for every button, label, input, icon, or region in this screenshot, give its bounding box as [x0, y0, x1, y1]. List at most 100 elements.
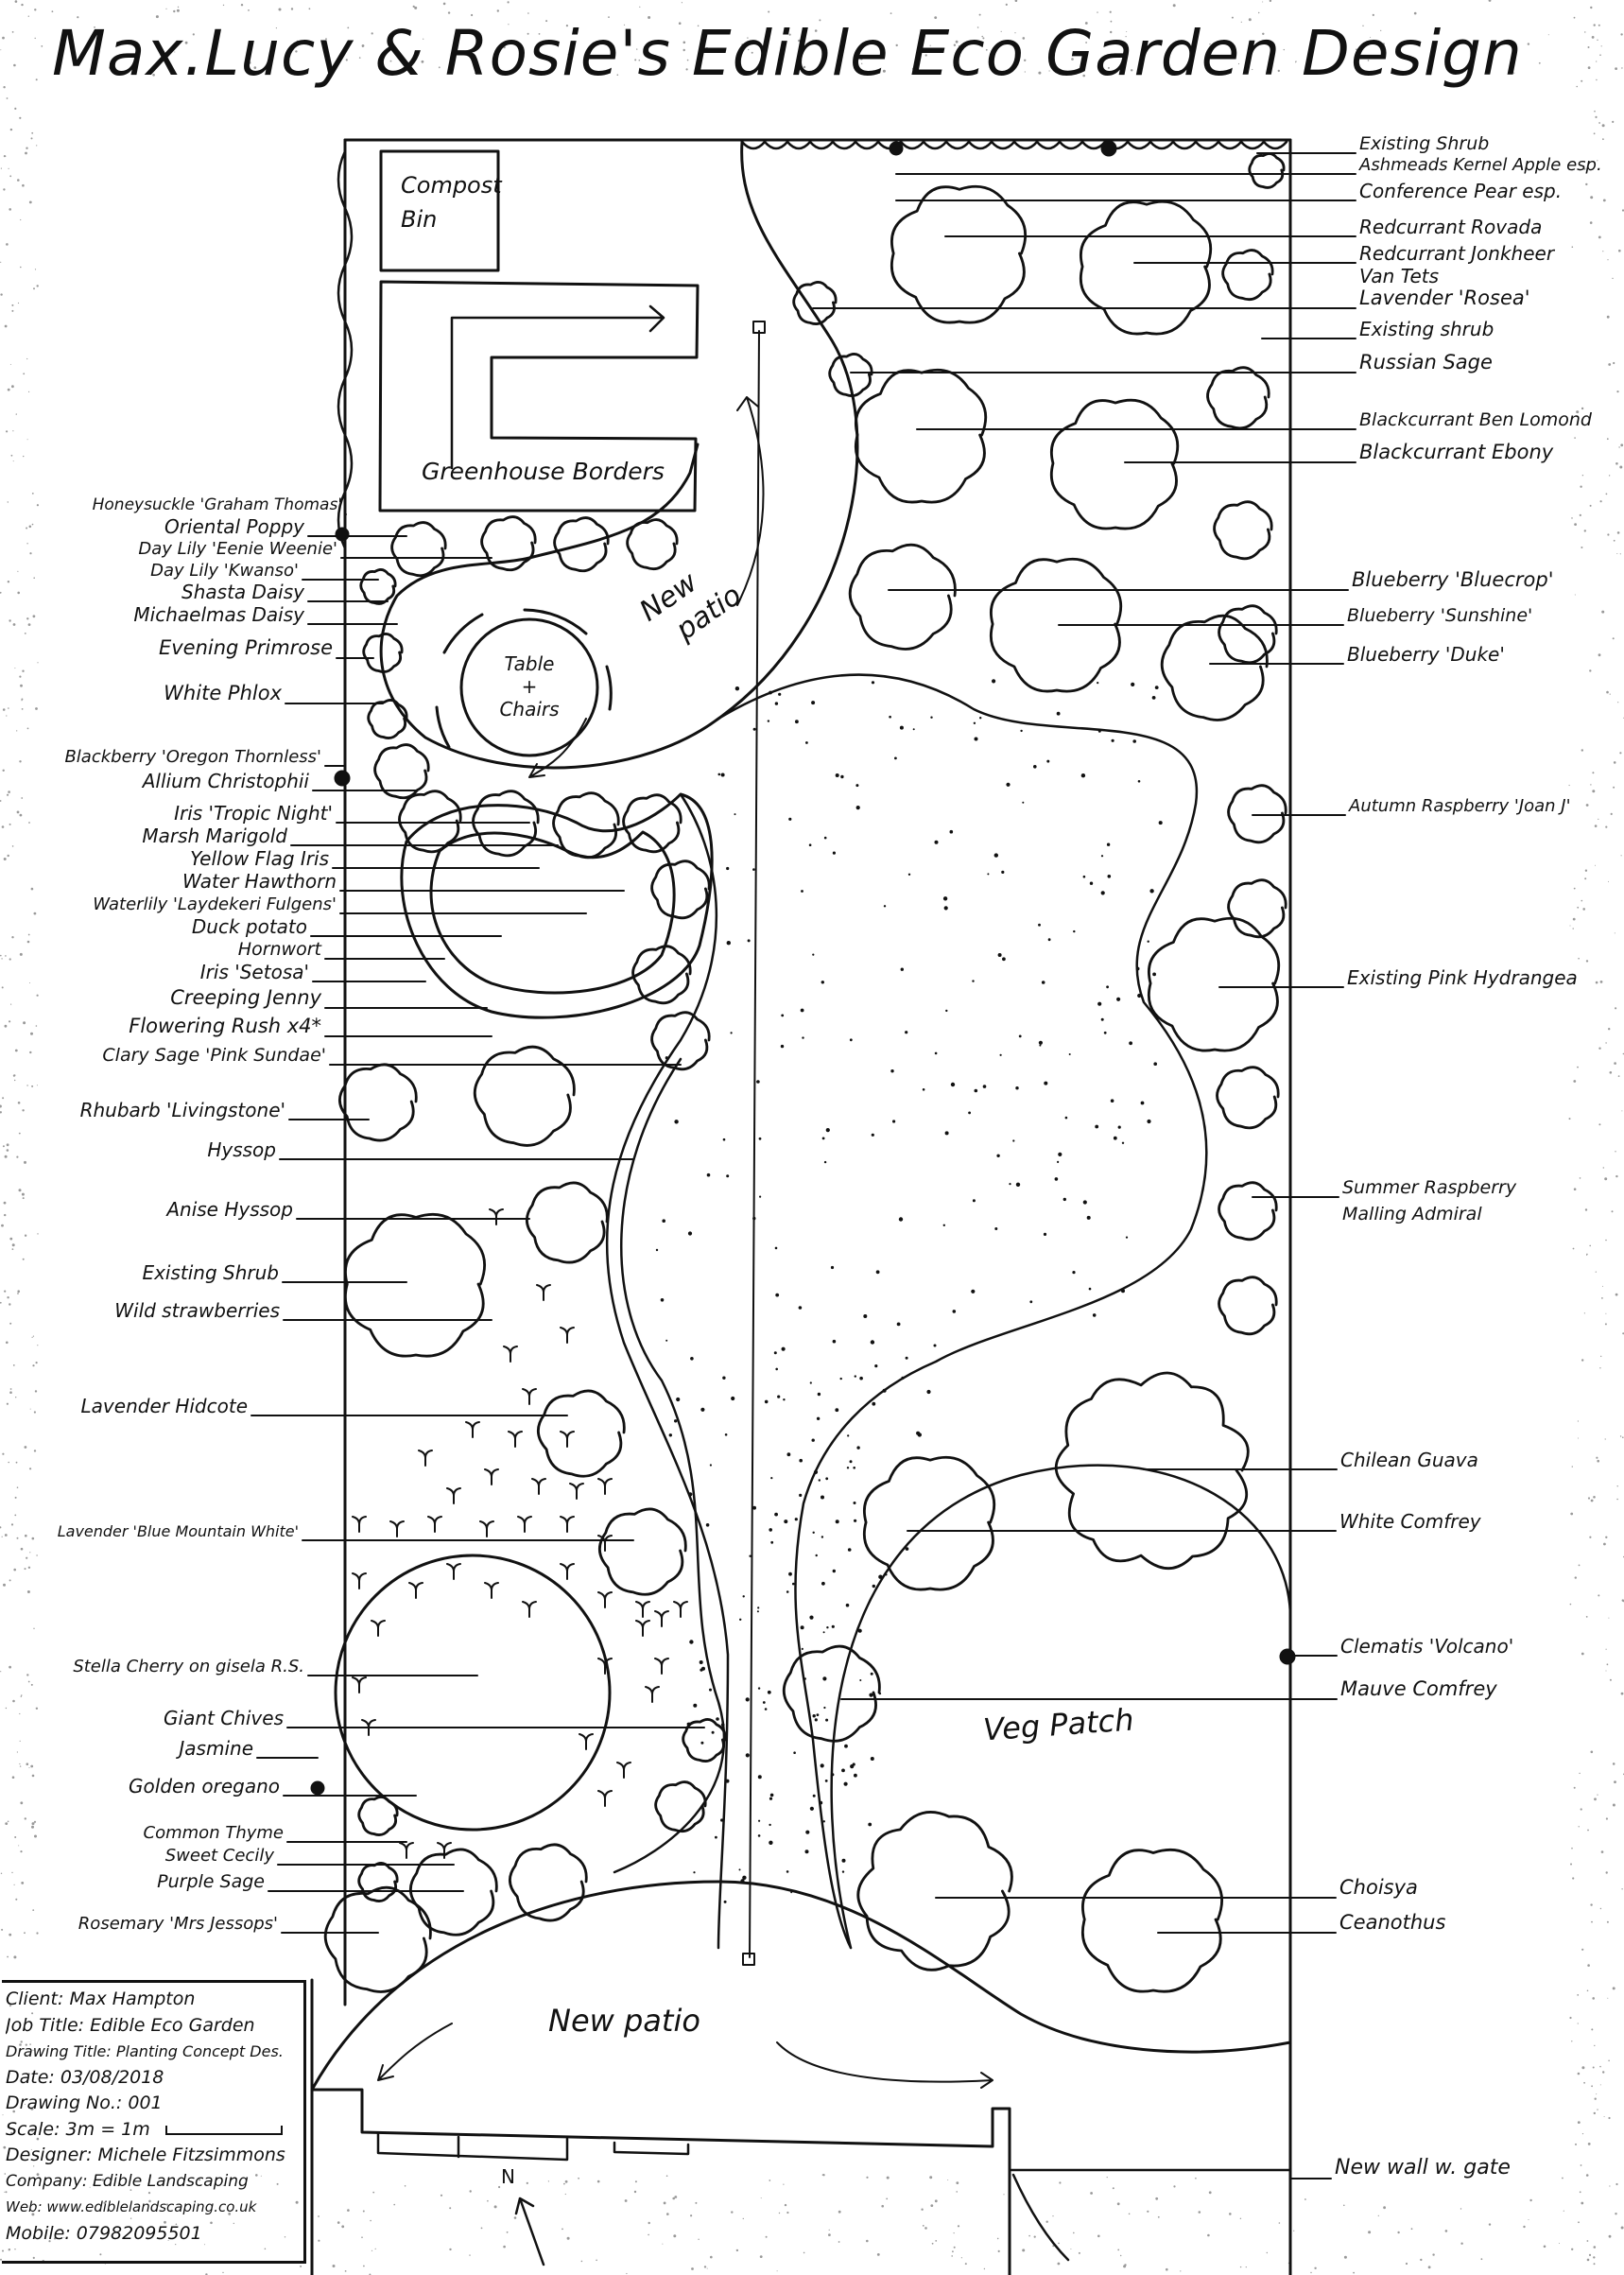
mobile-field: Mobile: 07982095501	[6, 2222, 202, 2244]
shrub-symbol	[1218, 1276, 1278, 1336]
lawn-dot	[1043, 1232, 1047, 1236]
lawn-dot	[1095, 1124, 1099, 1129]
plant-label-left: Lavender 'Blue Mountain White'	[57, 1522, 299, 1541]
lawn-dot	[926, 1389, 931, 1395]
plant-label-left: Hyssop	[207, 1138, 276, 1161]
lawn-dot	[945, 1009, 948, 1013]
lawn-dot	[1140, 1101, 1145, 1105]
shrub-symbol	[792, 281, 838, 325]
plant-label-left: Common Thyme	[143, 1822, 284, 1843]
lawn-dot	[950, 1082, 956, 1087]
herb-symbols	[352, 1208, 688, 1859]
patio-arrow-right	[776, 2041, 993, 2089]
shrub-symbol	[890, 184, 1027, 324]
lawn-dot	[812, 1794, 816, 1797]
lawn-dot	[870, 1757, 874, 1761]
lawn-dot	[883, 905, 887, 908]
lawn-dot	[764, 1708, 768, 1711]
lawn-dot	[720, 1818, 724, 1822]
plant-label-left: Sweet Cecily	[164, 1845, 274, 1866]
shrub-symbol	[1218, 1181, 1278, 1242]
lawn-dot	[849, 1038, 853, 1042]
shrub-symbol	[856, 1811, 1013, 1971]
garden-boundary	[310, 138, 1292, 2275]
lawn-dot	[781, 1346, 786, 1351]
lawn-dot	[870, 1672, 873, 1676]
chair-arc	[605, 665, 613, 711]
lawn-dot	[800, 1625, 804, 1630]
plant-symbols	[323, 152, 1287, 1993]
herb-symbol	[371, 1620, 386, 1637]
plant-label-right: Blackcurrant Ebony	[1359, 441, 1554, 464]
lawn-dot	[840, 774, 844, 779]
lawn-dot	[756, 1610, 759, 1613]
plant-label-right: Ceanothus	[1339, 1911, 1446, 1935]
lawn-dot	[799, 1493, 803, 1497]
shrub-symbol	[1160, 614, 1269, 721]
plant-label-left: Creeping Jenny	[170, 986, 321, 1010]
plant-label-left: Yellow Flag Iris	[190, 847, 329, 870]
table-chairs-circle	[459, 617, 599, 757]
lawn-dot	[814, 1718, 818, 1722]
lawn-dot	[815, 1554, 818, 1557]
lawn-dot	[825, 1718, 829, 1722]
lawn-dot	[786, 1590, 789, 1593]
lawn-dot	[705, 1523, 710, 1527]
lawn-dot	[738, 1868, 741, 1871]
lawn-dot	[1046, 759, 1050, 763]
lawn-dot	[972, 1199, 976, 1203]
plant-label-left: Clary Sage 'Pink Sundae'	[102, 1044, 326, 1066]
shrub-symbol	[553, 516, 610, 573]
lawn-dot	[770, 1477, 773, 1480]
herb-symbol	[536, 1284, 551, 1301]
lawn-dot	[808, 843, 812, 846]
patio-arrow-left	[377, 2023, 453, 2081]
lawn-dot	[835, 1520, 839, 1524]
shrub-symbol	[626, 518, 679, 571]
drawing-no-field: Drawing No.: 001	[6, 2093, 163, 2113]
lawn-dot	[781, 1014, 785, 1017]
lawn-dot	[944, 1131, 949, 1136]
lawn-dot	[722, 1376, 726, 1380]
shrub-symbol	[1079, 200, 1213, 336]
lawn-dot	[1110, 1099, 1114, 1103]
lawn-dot	[901, 1376, 905, 1380]
lawn-dot	[1006, 782, 1011, 787]
shrub-symbol	[480, 515, 537, 572]
lawn-dot	[723, 1900, 727, 1903]
plant-label-left: Giant Chives	[164, 1707, 284, 1729]
lawn-dot	[898, 1217, 904, 1222]
plant-label-right: Redcurrant Rovada	[1359, 216, 1543, 238]
plant-label-left: Allium Christophii	[142, 770, 309, 792]
lawn-dot	[816, 1713, 820, 1716]
lawn-dot	[739, 1618, 742, 1622]
plant-label-left: Marsh Marigold	[142, 825, 287, 847]
lawn-dot	[778, 692, 782, 696]
lawn-dot	[726, 941, 731, 946]
lawn-dot	[859, 1679, 862, 1681]
plant-label-right: Blackcurrant Ben Lomond	[1359, 408, 1592, 430]
lawn-dot	[905, 1356, 908, 1360]
lawn-dot	[1129, 1041, 1132, 1046]
veg-patch-edge	[830, 1464, 1292, 1950]
lawn-dot	[841, 1870, 845, 1873]
lawn-dot	[757, 1834, 761, 1837]
lawn-dot	[665, 1339, 668, 1342]
lawn-dot	[974, 737, 978, 741]
lawn-dot	[1137, 780, 1141, 783]
herb-symbol	[579, 1733, 594, 1750]
lawn-dot	[780, 1044, 785, 1049]
lawn-dot	[1097, 1001, 1102, 1006]
lawn-dot	[1121, 1289, 1125, 1294]
compost-bin-box	[379, 149, 500, 272]
plant-label-left: Purple Sage	[157, 1870, 265, 1892]
lawn-dot	[759, 1195, 762, 1198]
lawn-dot	[752, 1505, 756, 1510]
lawn-dot	[973, 721, 976, 724]
lawn-dot	[799, 1458, 803, 1463]
lawn-dot	[812, 953, 815, 956]
plant-label-left: Waterlily 'Laydekeri Fulgens'	[93, 894, 337, 914]
lawn-dot	[832, 851, 837, 855]
lawn-dot	[821, 1137, 825, 1140]
lawn-dot	[900, 967, 904, 971]
